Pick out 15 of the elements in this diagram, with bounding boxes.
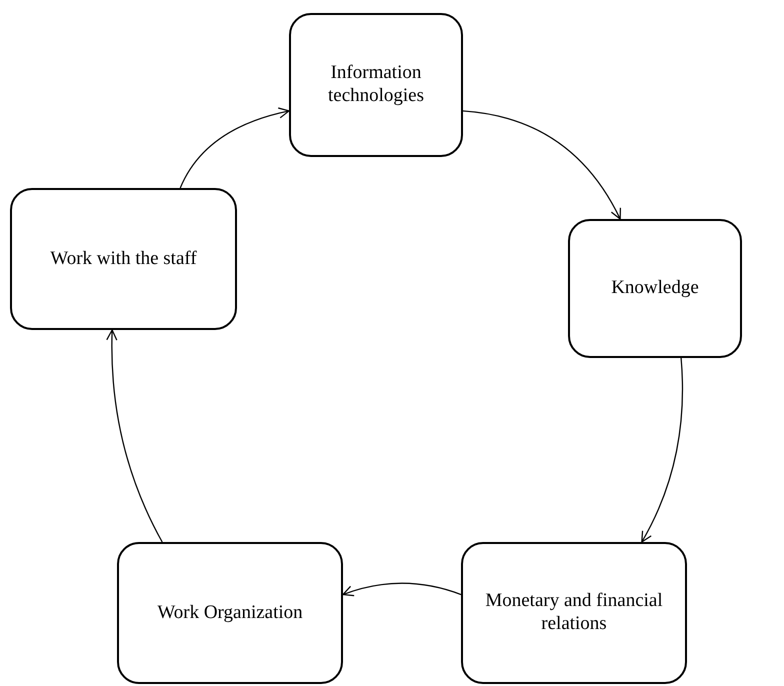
process-box	[568, 219, 742, 358]
process-box	[289, 13, 463, 157]
arrow	[180, 108, 290, 188]
arrow	[641, 358, 684, 543]
arrow	[106, 329, 163, 542]
node-label: Monetary and financial relations	[484, 590, 664, 636]
arrow	[462, 110, 621, 220]
node-label: Information technologies	[326, 62, 426, 108]
node-label: Work Organization	[157, 602, 303, 624]
node-label: Work with the staff	[50, 248, 197, 270]
node-label: Knowledge	[611, 277, 699, 300]
arrow	[342, 582, 462, 597]
process-box	[10, 188, 237, 330]
process-box	[461, 542, 687, 684]
process-box	[117, 542, 343, 684]
